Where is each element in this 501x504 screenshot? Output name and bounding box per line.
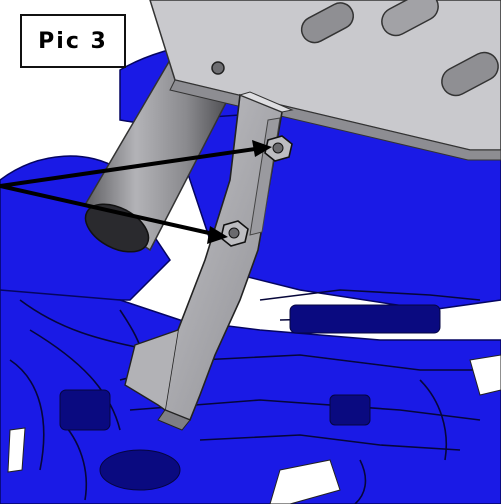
body-lower-frame: [0, 289, 501, 504]
plate-slot-1: [300, 2, 354, 44]
body-recesses: [59, 304, 441, 491]
bracket-bolts: [220, 135, 293, 247]
hex-bolt-lower: [220, 220, 249, 247]
l-bracket: [124, 91, 294, 431]
hex-bolt-upper: [264, 135, 293, 162]
plate-slot-3: [381, 0, 439, 37]
arrow-lower-line: [0, 184, 219, 237]
bracket-foot: [124, 329, 179, 411]
arrow-lower-head: [207, 226, 228, 244]
callout-arrows: [0, 140, 272, 244]
body-gaps: [7, 354, 501, 504]
arrow-upper-line: [0, 146, 263, 188]
arrow-upper-head: [252, 140, 272, 157]
plate-bolt: [211, 61, 225, 75]
figure-label: Pic 3: [20, 14, 126, 68]
plate-slot-2: [441, 51, 499, 97]
